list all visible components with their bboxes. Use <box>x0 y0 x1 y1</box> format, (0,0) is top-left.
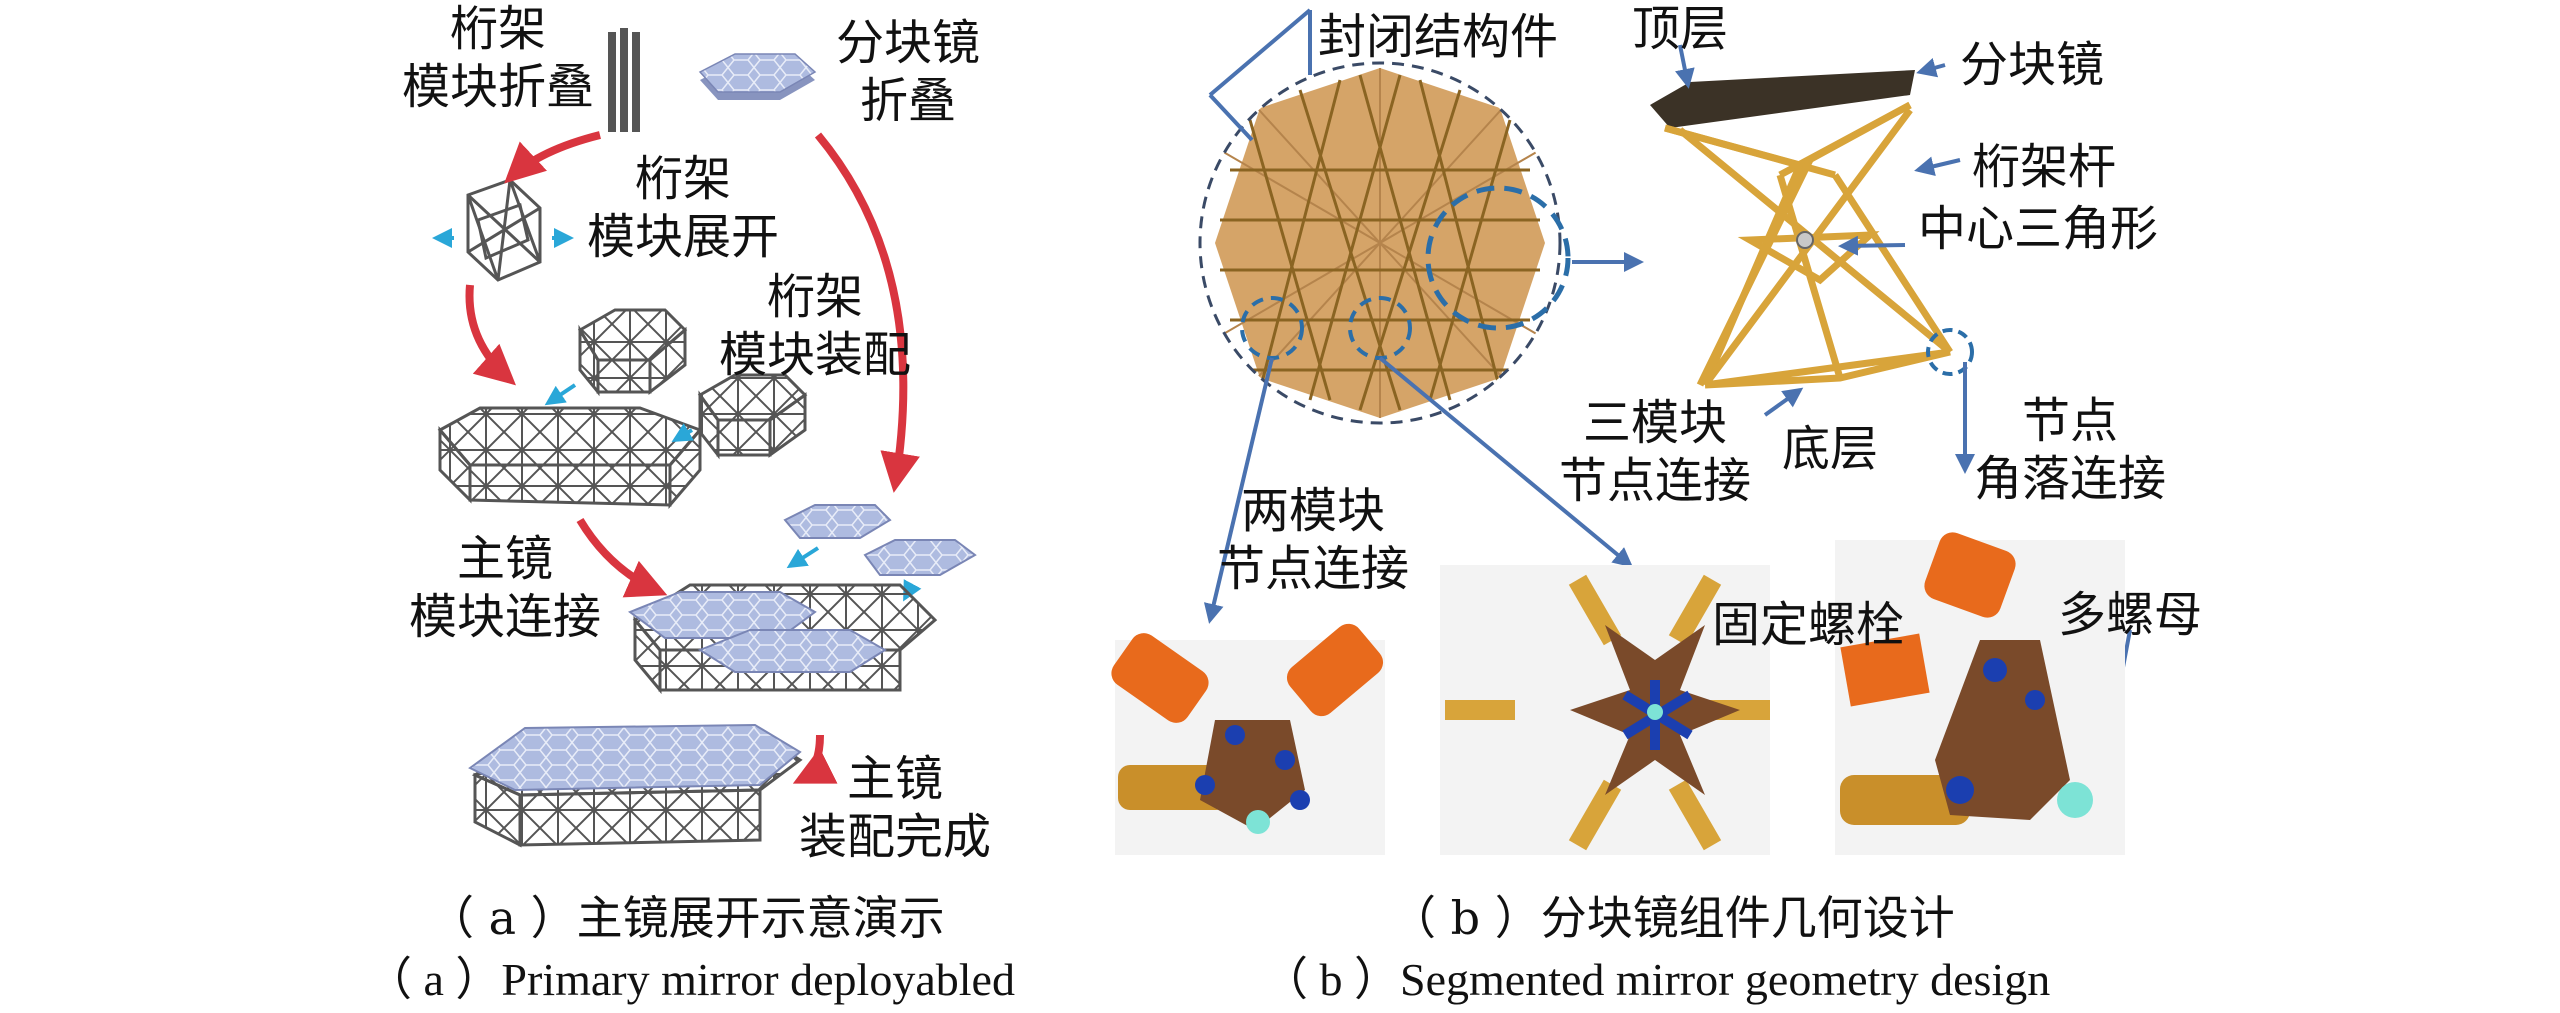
deploy-arrow-to-complete <box>792 734 838 784</box>
label-truss-deploy-line2: 模块展开 <box>586 209 779 265</box>
label-truss-assembly-line2: 模块装配 <box>718 327 911 383</box>
caption-b-chinese: （ b ）分块镜组件几何设计 <box>1390 891 1955 945</box>
label-corner-node-line2: 角落连接 <box>1973 451 2166 507</box>
panel-a <box>432 28 977 848</box>
truss-module-side <box>697 373 808 460</box>
label-truss-assembly-line1: 桁架 <box>766 269 863 325</box>
label-fixing-bolt: 固定螺栓 <box>1712 597 1905 653</box>
truss-module-group <box>437 406 703 510</box>
label-module-connection-line2: 模块连接 <box>408 589 601 645</box>
label-three-module-line1: 三模块 <box>1582 395 1727 451</box>
mirror-segment-incoming-2 <box>863 539 977 576</box>
label-truss-fold-line2: 模块折叠 <box>401 59 594 115</box>
label-multi-nut: 多螺母 <box>2058 587 2203 643</box>
deploying-truss-module <box>466 178 542 282</box>
assembly-arrow-2 <box>671 423 694 443</box>
label-truss-rod: 桁架杆 <box>1972 139 2117 195</box>
label-assembly-complete-line1: 主镜 <box>846 751 943 807</box>
label-module-connection: 主镜 模块连接 <box>390 530 620 646</box>
deploy-arrow-fold-to-unfold <box>504 131 601 184</box>
label-corner-node-line1: 节点 <box>2021 393 2118 449</box>
label-two-module-node: 两模块 节点连接 <box>1198 482 1428 598</box>
caption-a-chinese: （ a ）主镜展开示意演示 <box>428 891 945 945</box>
detail-two-module-node <box>1111 623 1385 855</box>
deploy-arrow-unfold-to-assembly <box>465 284 516 386</box>
deploy-arrow-to-connection <box>576 517 668 598</box>
caption-b-english: （ b ）Segmented mirror geometry design <box>1262 954 2051 1005</box>
mirror-arrow-1 <box>786 546 820 569</box>
assembly-arrow-1 <box>544 383 577 406</box>
label-segment-fold-line2: 折叠 <box>859 73 956 129</box>
label-top-layer: 顶层 <box>1631 1 1728 57</box>
label-assembly-complete-line2: 装配完成 <box>798 809 991 865</box>
truss-module-upper <box>577 308 688 397</box>
truss-module-sideview <box>1650 70 1974 389</box>
label-two-module-line2: 节点连接 <box>1216 541 1409 597</box>
label-segment-fold: 分块镜 折叠 <box>828 14 988 130</box>
label-truss-deploy: 桁架 模块展开 <box>568 150 798 266</box>
label-three-module-line2: 节点连接 <box>1558 453 1751 509</box>
segmented-mirror-topview <box>1198 61 1571 425</box>
mirror-segment-incoming-1 <box>783 504 892 539</box>
label-three-module-node: 三模块 节点连接 <box>1540 394 1770 510</box>
label-corner-node: 节点 角落连接 <box>1955 392 2185 508</box>
label-truss-assembly: 桁架 模块装配 <box>700 268 930 384</box>
label-module-connection-line1: 主镜 <box>456 531 553 587</box>
primary-mirror-module-connection <box>627 583 938 695</box>
label-truss-deploy-line1: 桁架 <box>634 151 731 207</box>
label-segment-fold-line1: 分块镜 <box>835 15 980 71</box>
detail-three-module-node <box>1440 565 1770 855</box>
label-bottom-layer: 底层 <box>1781 421 1878 477</box>
label-truss-fold: 桁架 模块折叠 <box>388 0 608 116</box>
label-truss-fold-line1: 桁架 <box>449 1 546 57</box>
label-center-triangle: 中心三角形 <box>1918 201 2159 257</box>
label-two-module-line1: 两模块 <box>1240 483 1385 539</box>
panel-b <box>1111 8 2132 855</box>
primary-mirror-complete <box>468 723 803 848</box>
caption-a-english: （ a ）Primary mirror deployabled <box>366 954 1015 1005</box>
deploy-arrow-mirror-path <box>814 132 920 493</box>
label-assembly-complete: 主镜 装配完成 <box>780 750 1010 866</box>
folded-segment-mirror <box>698 53 817 100</box>
folded-truss-module <box>608 28 640 132</box>
label-closed-structure: 封闭结构件 <box>1318 9 1559 65</box>
label-segment-mirror: 分块镜 <box>1960 37 2105 93</box>
detail-corner-node <box>1835 532 2125 855</box>
